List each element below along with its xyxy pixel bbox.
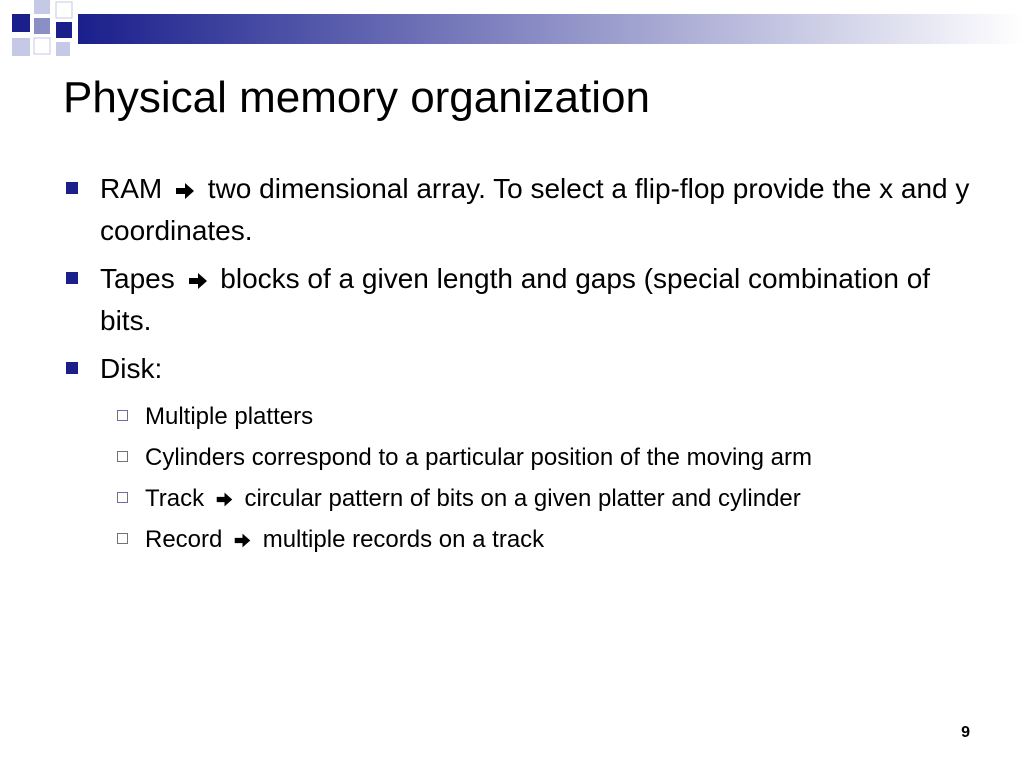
bullet-tapes: Tapes blocks of a given length and gaps … — [60, 258, 980, 342]
sub-bullet-platters: Multiple platters — [60, 396, 980, 437]
bullet-text: two dimensional array. To select a flip-… — [100, 173, 970, 246]
sub-bullet-cylinders: Cylinders correspond to a particular pos… — [60, 437, 980, 478]
hollow-square-bullet-icon — [117, 410, 128, 421]
hollow-square-bullet-icon — [117, 533, 128, 544]
hollow-square-bullet-icon — [117, 492, 128, 503]
sub-bullet-text: multiple records on a track — [262, 526, 545, 553]
right-arrow-icon — [188, 272, 207, 289]
right-arrow-icon — [216, 492, 233, 507]
page-number: 9 — [961, 724, 970, 741]
hollow-square-bullet-icon — [117, 451, 128, 462]
bullet-label: Disk: — [100, 353, 163, 384]
sub-bullet-text: Multiple platters — [145, 403, 314, 430]
sub-bullet-label: Track — [145, 485, 205, 512]
sub-bullet-text: circular pattern of bits on a given plat… — [244, 485, 801, 512]
slide-body: RAM two dimensional array. To select a f… — [60, 168, 980, 560]
right-arrow-icon — [176, 182, 195, 199]
slide-title: Physical memory organization — [63, 73, 650, 122]
bullet-disk: Disk: — [60, 348, 980, 390]
sub-bullet-record: Record multiple records on a track — [60, 519, 980, 560]
sub-bullet-track: Track circular pattern of bits on a give… — [60, 478, 980, 519]
square-bullet-icon — [66, 362, 78, 374]
header-decoration — [12, 0, 1024, 56]
sub-bullet-text: Cylinders correspond to a particular pos… — [145, 444, 812, 471]
bullet-text: blocks of a given length and gaps (speci… — [100, 263, 931, 336]
square-bullet-icon — [66, 272, 78, 284]
bullet-ram: RAM two dimensional array. To select a f… — [60, 168, 980, 252]
sub-bullet-label: Record — [145, 526, 223, 553]
bullet-label: RAM — [100, 173, 163, 204]
bullet-label: Tapes — [100, 263, 175, 294]
right-arrow-icon — [234, 533, 251, 548]
square-bullet-icon — [66, 182, 78, 194]
